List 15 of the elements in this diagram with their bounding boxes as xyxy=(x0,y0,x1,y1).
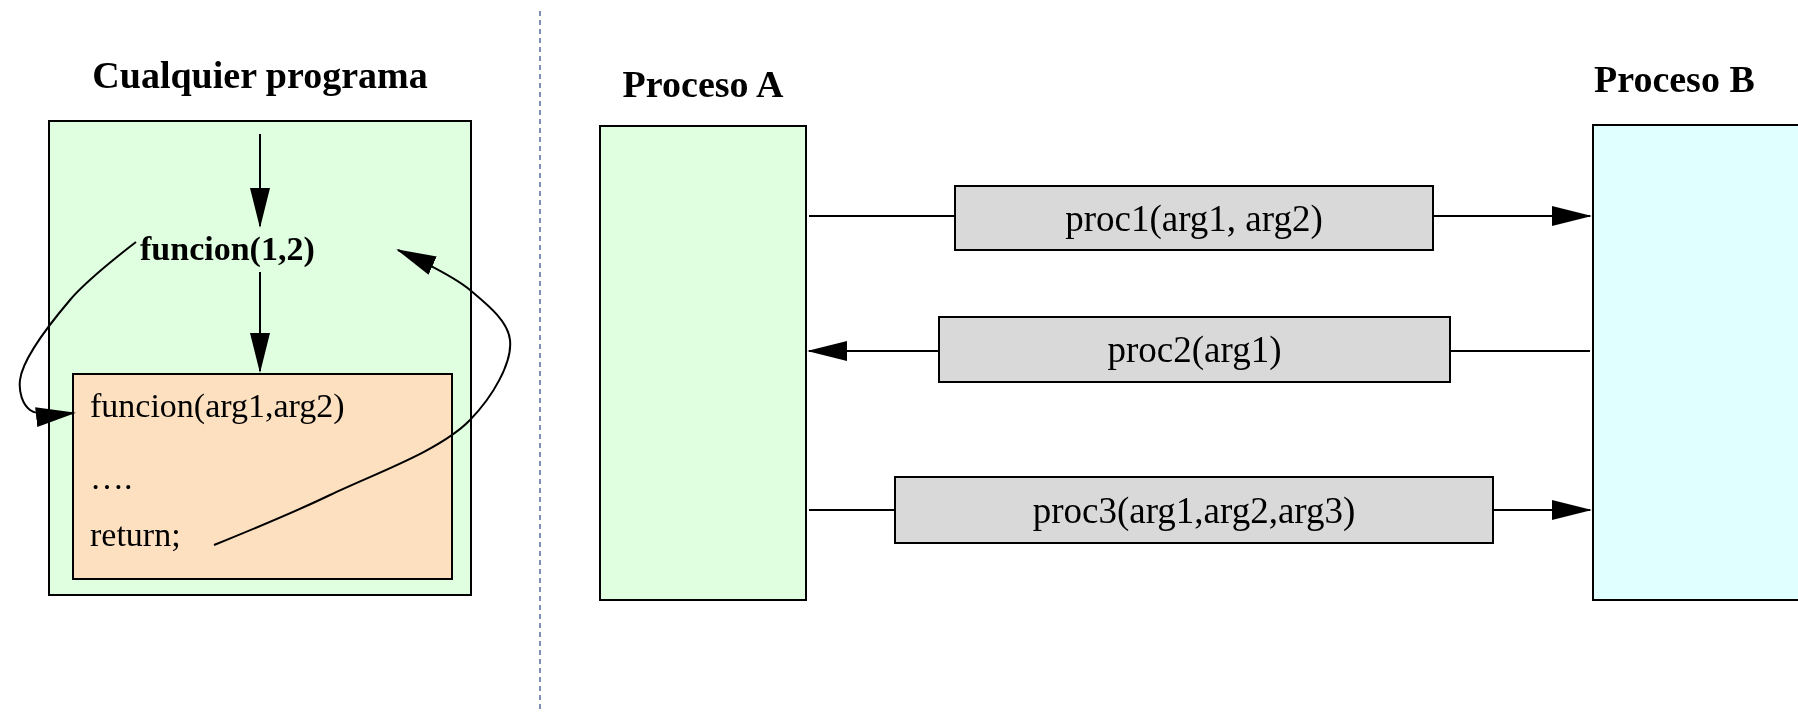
arrow xyxy=(250,133,270,228)
code-line: …. xyxy=(90,461,133,495)
edge-label: proc1(arg1, arg2) xyxy=(954,185,1434,251)
code-line: return; xyxy=(90,518,181,552)
edge-label: proc2(arg1) xyxy=(938,316,1451,383)
edge-label: proc3(arg1,arg2,arg3) xyxy=(894,476,1494,544)
code-line: funcion(arg1,arg2) xyxy=(90,389,345,423)
function-call-text: funcion(1,2) xyxy=(140,232,315,266)
arrow xyxy=(18,241,137,427)
box-title: Cualquier programa xyxy=(92,56,428,94)
arrow xyxy=(250,271,270,373)
function-body-box xyxy=(72,373,453,580)
box-title: Proceso B xyxy=(1594,60,1755,98)
box-title: Proceso A xyxy=(622,65,784,103)
arrow xyxy=(213,249,512,546)
